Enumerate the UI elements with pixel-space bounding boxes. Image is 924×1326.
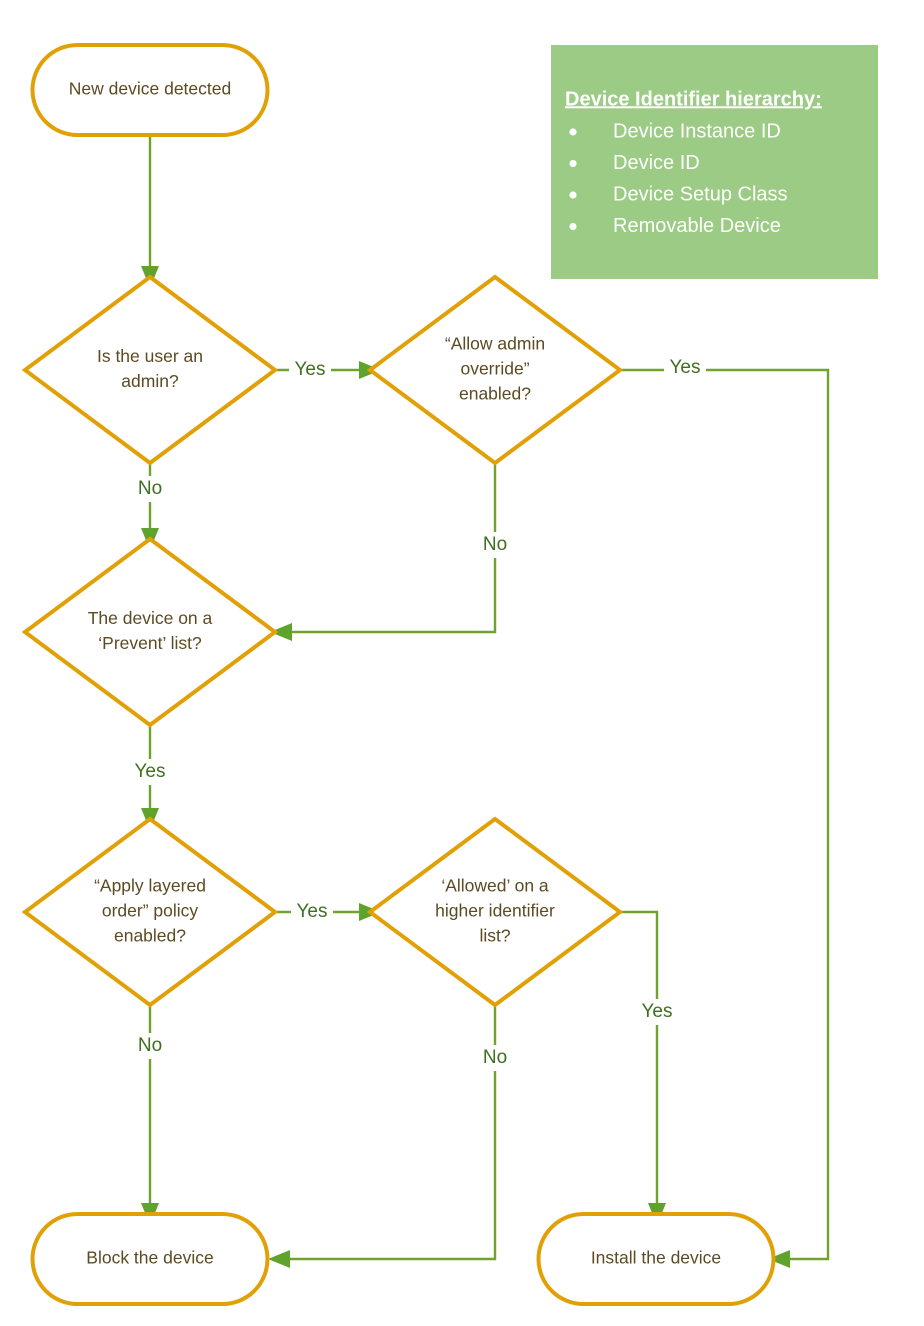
edge-label: No bbox=[483, 534, 507, 555]
node-prevent-list[interactable]: The device on a ‘Prevent’ list? bbox=[21, 536, 279, 728]
edge-path bbox=[285, 1005, 497, 1261]
legend-item-label: Device ID bbox=[613, 152, 700, 174]
node-shape-diamond bbox=[21, 536, 279, 728]
edge-label-backdrop bbox=[474, 532, 516, 558]
node-label-line: New device detected bbox=[69, 79, 231, 99]
node-start[interactable]: New device detected bbox=[30, 43, 270, 137]
node-label-line: higher identifier bbox=[435, 901, 555, 921]
edge-label: Yes bbox=[135, 761, 166, 782]
legend-title: Device Identifier hierarchy: bbox=[565, 88, 822, 110]
edge-label: No bbox=[483, 1047, 507, 1068]
node-is-admin[interactable]: Is the user an admin? bbox=[21, 274, 279, 466]
legend-item-label: Device Instance ID bbox=[613, 120, 781, 142]
legend-layer: Device Identifier hierarchy: Device Insta… bbox=[551, 45, 878, 279]
legend-panel: Device Identifier hierarchy: Device Insta… bbox=[551, 45, 878, 279]
node-label-line: Is the user an bbox=[97, 346, 203, 366]
node-label-line: The device on a bbox=[88, 608, 213, 628]
edge-start-to-is-admin bbox=[141, 135, 159, 288]
edge-label-backdrop bbox=[636, 999, 678, 1025]
node-shape-rounded-rect bbox=[30, 1212, 270, 1306]
legend-bullet-icon bbox=[569, 159, 577, 168]
node-label-line: enabled? bbox=[459, 384, 531, 404]
node-block-device[interactable]: Block the device bbox=[30, 1212, 270, 1306]
edge-label-backdrop bbox=[474, 1045, 516, 1071]
nodes-layer: New device detected Is the user an admin? “… bbox=[21, 43, 776, 1306]
edge-label-backdrop bbox=[289, 357, 331, 383]
edge-arrowhead bbox=[268, 1250, 290, 1268]
edge-allow-admin-override-yes: Yes bbox=[620, 355, 830, 1268]
edge-path bbox=[287, 463, 497, 634]
node-label-line: order” policy bbox=[102, 901, 199, 921]
node-shape-rounded-rect bbox=[30, 43, 270, 137]
node-label-line: override” bbox=[460, 359, 529, 379]
edge-path bbox=[620, 368, 830, 1261]
legend-background bbox=[551, 45, 878, 279]
edge-prevent-list-yes: Yes bbox=[129, 725, 171, 830]
edge-label-backdrop bbox=[291, 899, 333, 925]
edge-arrowhead bbox=[270, 623, 292, 641]
edge-is-admin-yes: Yes bbox=[275, 357, 381, 383]
node-shape-diamond bbox=[21, 816, 279, 1008]
edge-path bbox=[620, 910, 659, 1208]
edge-label: Yes bbox=[295, 359, 326, 380]
legend-bullet-icon bbox=[569, 128, 577, 136]
edge-apply-layered-order-no: No bbox=[129, 1005, 171, 1225]
legend-bullet-icon bbox=[569, 191, 577, 199]
edge-label-backdrop bbox=[129, 759, 171, 785]
node-allow-admin-override[interactable]: “Allow admin override” enabled? bbox=[366, 274, 624, 466]
node-shape-diamond bbox=[366, 816, 624, 1008]
edge-apply-layered-order-yes: Yes bbox=[275, 899, 381, 925]
node-shape-diamond bbox=[366, 274, 624, 466]
edge-arrowhead bbox=[768, 1250, 790, 1268]
edge-label-backdrop bbox=[664, 355, 706, 381]
edge-allow-admin-override-no: No bbox=[270, 463, 516, 641]
edge-label-backdrop bbox=[129, 1033, 171, 1059]
node-label-line: enabled? bbox=[114, 926, 186, 946]
legend-item-label: Removable Device bbox=[613, 215, 781, 237]
node-label-line: admin? bbox=[121, 371, 179, 391]
edge-label: Yes bbox=[642, 1001, 673, 1022]
node-label-line: list? bbox=[479, 926, 510, 946]
node-label-line: “Apply layered bbox=[94, 876, 206, 896]
node-shape-rounded-rect bbox=[536, 1212, 776, 1306]
edge-label-backdrop bbox=[129, 476, 171, 502]
node-label-line: “Allow admin bbox=[445, 334, 545, 354]
node-apply-layered-order[interactable]: “Apply layered order” policy enabled? bbox=[21, 816, 279, 1008]
node-label-line: Block the device bbox=[86, 1248, 213, 1268]
node-install-device[interactable]: Install the device bbox=[536, 1212, 776, 1306]
legend-bullet-icon bbox=[569, 222, 577, 231]
edge-allowed-higher-list-yes: Yes bbox=[620, 910, 678, 1225]
node-label-line: Install the device bbox=[591, 1248, 721, 1268]
node-label-line: ‘Prevent’ list? bbox=[98, 633, 202, 653]
edge-label: No bbox=[138, 1035, 162, 1056]
edge-label: Yes bbox=[297, 901, 328, 922]
node-allowed-higher-list[interactable]: ‘Allowed’ on a higher identifier list? bbox=[366, 816, 624, 1008]
edge-label: Yes bbox=[670, 357, 701, 378]
edge-label: No bbox=[138, 478, 162, 499]
edge-allowed-higher-list-no: No bbox=[268, 1005, 516, 1268]
node-label-line: ‘Allowed’ on a bbox=[441, 876, 549, 896]
node-shape-diamond bbox=[21, 274, 279, 466]
legend-item-label: Device Setup Class bbox=[613, 183, 788, 205]
